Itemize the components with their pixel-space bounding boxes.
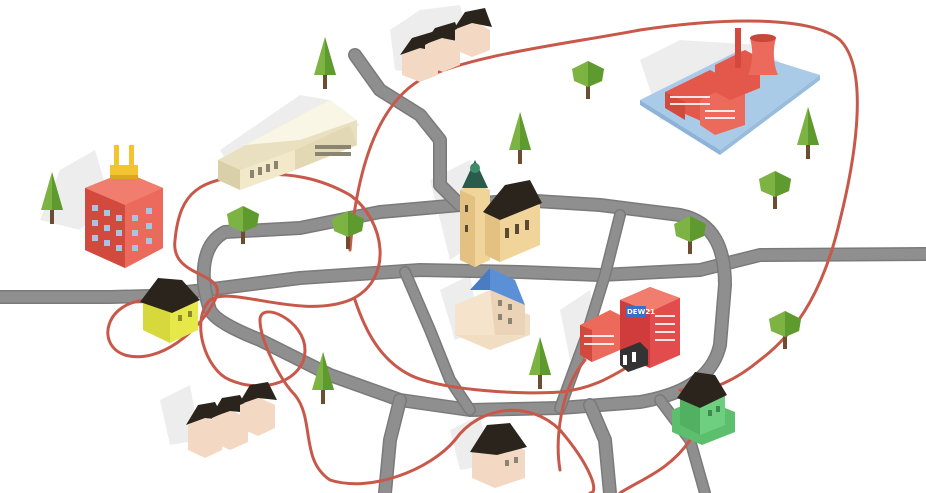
tree-icon	[572, 61, 604, 99]
house-icon	[672, 372, 735, 445]
factory-icon	[640, 28, 820, 155]
tree-icon	[529, 337, 551, 389]
church-icon	[460, 160, 542, 267]
tree-trunk	[321, 386, 325, 404]
house-icon	[470, 423, 527, 488]
road-ring-surface	[198, 194, 731, 416]
tree-foliage-shade	[348, 211, 364, 237]
tree-trunk	[806, 141, 810, 159]
road-network	[0, 48, 926, 493]
tree-foliage-shade	[785, 311, 801, 337]
house-icon	[455, 268, 530, 350]
road-north-surface	[349, 49, 466, 211]
tree-trunk	[518, 146, 522, 164]
tree-foliage-shade	[52, 172, 63, 210]
tree-icon	[314, 37, 336, 89]
road-inner-east-surface	[555, 210, 625, 413]
tree-foliage-shade	[775, 171, 791, 197]
power-plug-tower	[85, 145, 163, 268]
house-icon	[238, 382, 277, 436]
tree-foliage-shade	[690, 216, 706, 242]
tree-icon	[509, 112, 531, 164]
house-icon	[210, 395, 250, 450]
cooling-tower	[748, 35, 778, 75]
warehouse-windows	[250, 145, 351, 178]
tower-windows	[92, 205, 152, 251]
house-cluster-north	[400, 8, 492, 82]
road-inner-west-surface	[400, 267, 475, 415]
house-icon	[140, 278, 200, 343]
trees	[41, 37, 819, 404]
tree-foliage-shade	[808, 107, 819, 145]
tree-icon	[674, 216, 706, 254]
tree-icon	[227, 206, 259, 244]
tree-trunk	[688, 236, 692, 254]
tree-trunk	[586, 81, 590, 99]
office-sign-plate	[626, 306, 646, 317]
tree-foliage-shade	[588, 61, 604, 87]
plug-icon	[110, 145, 138, 179]
tree-foliage-shade	[243, 206, 259, 232]
tree-trunk	[241, 226, 245, 244]
tree-icon	[312, 352, 334, 404]
tree-icon	[797, 107, 819, 159]
house-icon	[453, 8, 492, 57]
energy-route-line	[106, 19, 859, 493]
house-cluster-southwest	[186, 382, 277, 458]
road-south-surface	[584, 399, 616, 493]
tree-trunk	[323, 71, 327, 89]
office-sign-label: DEW21	[627, 308, 655, 316]
tree-foliage-shade	[323, 352, 334, 390]
tree-trunk	[773, 191, 777, 209]
tree-trunk	[538, 371, 542, 389]
tree-icon	[769, 311, 801, 349]
tree-foliage-shade	[520, 112, 531, 150]
tree-foliage-shade	[540, 337, 551, 375]
tree-icon	[759, 171, 791, 209]
office-icon: DEW21	[580, 287, 680, 372]
house-icon	[423, 22, 462, 72]
tree-trunk	[50, 206, 54, 224]
tree-icon	[332, 211, 364, 249]
warehouse-icon	[218, 100, 357, 190]
tree-icon	[41, 172, 63, 224]
tree-trunk	[783, 331, 787, 349]
tree-foliage-shade	[325, 37, 336, 75]
road-southwest-surface	[379, 394, 406, 493]
tree-trunk	[346, 231, 350, 249]
